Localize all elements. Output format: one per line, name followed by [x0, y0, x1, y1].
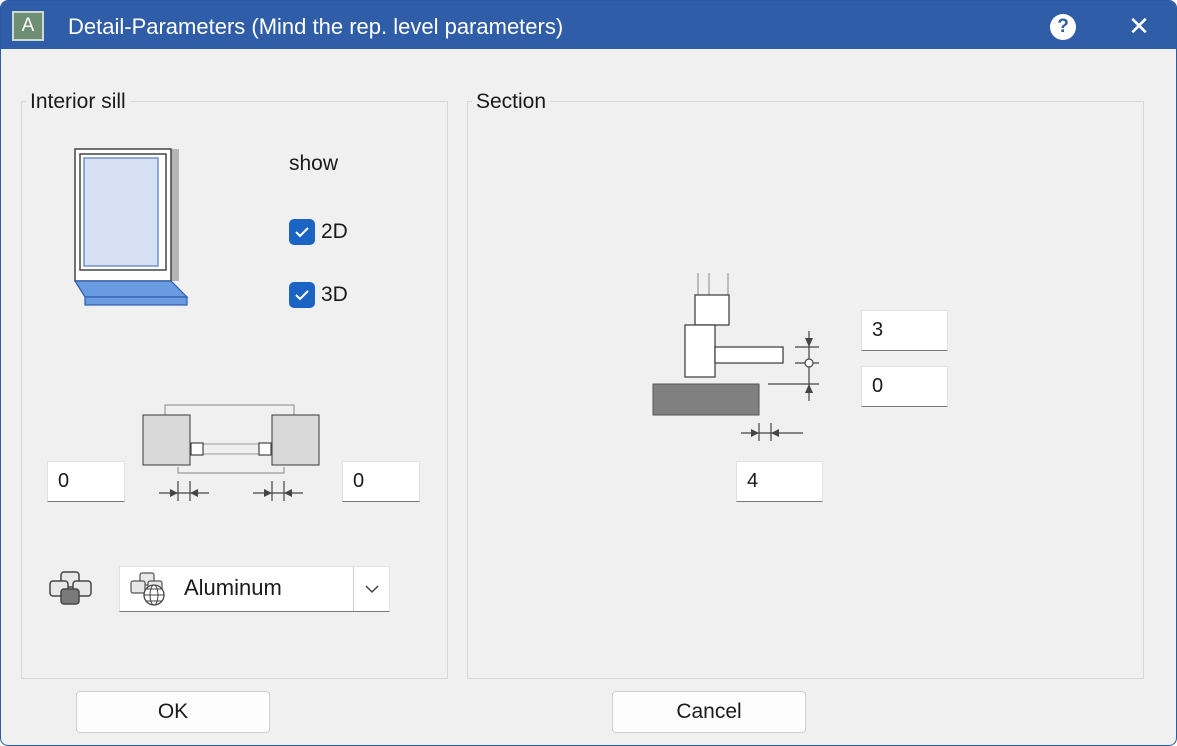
show-3d-label[interactable]: 3D [321, 283, 348, 306]
right-offset-input[interactable]: 0 [342, 461, 420, 502]
show-3d-checkbox[interactable] [289, 282, 315, 308]
section-group-label: Section [472, 90, 551, 114]
interior-sill-group [21, 101, 448, 679]
checkmark-icon [295, 290, 309, 301]
cancel-button[interactable]: Cancel [612, 691, 806, 733]
material-dropdown[interactable]: Aluminum [119, 566, 390, 612]
window-title: Detail-Parameters (Mind the rep. level p… [68, 14, 564, 39]
section-group [467, 101, 1144, 679]
close-button[interactable]: ✕ [1128, 11, 1150, 41]
section-profile-diagram [652, 273, 819, 441]
section-upper-input[interactable]: 3 [861, 310, 948, 351]
material-globe-icon [130, 572, 165, 606]
show-2d-checkbox[interactable] [289, 219, 315, 245]
app-icon: A [12, 11, 44, 41]
sill-offset-diagram [142, 404, 320, 501]
title-bar[interactable]: A Detail-Parameters (Mind the rep. level… [1, 1, 1176, 49]
ok-button[interactable]: OK [76, 691, 270, 733]
show-label: show [289, 152, 339, 175]
help-button[interactable]: ? [1050, 14, 1076, 40]
section-lower-input[interactable]: 0 [861, 366, 948, 407]
left-offset-input[interactable]: 0 [47, 461, 125, 502]
chevron-down-icon [365, 585, 379, 594]
material-pick-icon[interactable] [49, 571, 95, 607]
material-dropdown-button[interactable] [353, 567, 389, 611]
material-value: Aluminum [184, 575, 282, 600]
checkmark-icon [295, 227, 309, 238]
show-2d-label[interactable]: 2D [321, 220, 348, 243]
window-sill-preview-icon [73, 148, 189, 306]
section-depth-input[interactable]: 4 [736, 461, 823, 502]
interior-sill-group-label: Interior sill [26, 90, 130, 114]
